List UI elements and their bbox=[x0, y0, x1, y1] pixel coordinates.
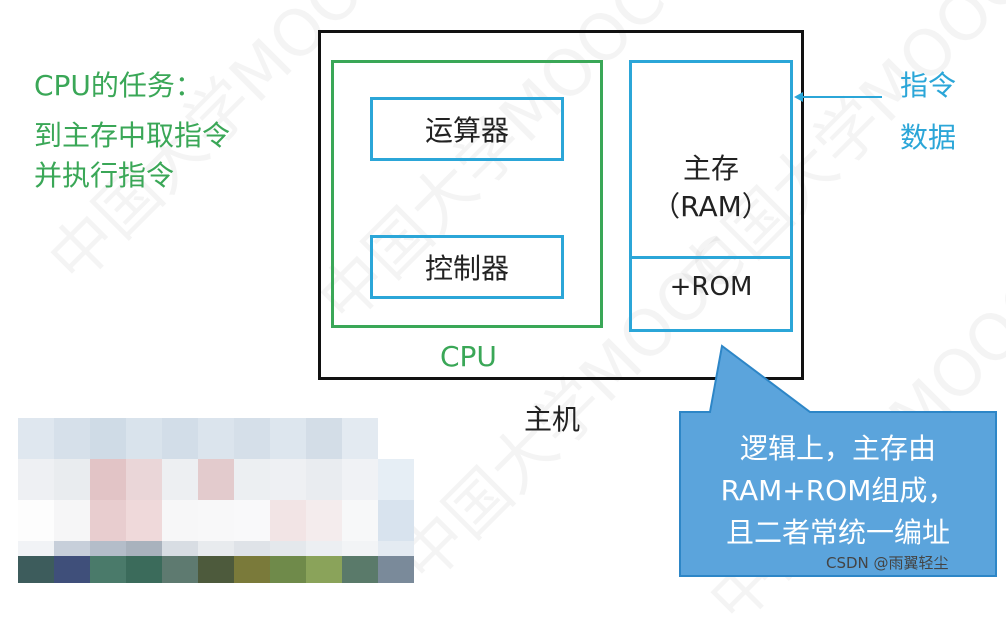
data-label: 数据 bbox=[900, 121, 957, 154]
arrow-line bbox=[800, 96, 882, 98]
control-unit-box: 控制器 bbox=[370, 235, 564, 299]
callout-line3: 且二者常统一编址 bbox=[725, 516, 950, 549]
instruction-label: 指令 bbox=[900, 69, 957, 102]
host-box bbox=[318, 30, 804, 380]
cpu-task-line-fetch: 到主存中取指令 bbox=[34, 119, 231, 152]
cpu-box bbox=[331, 60, 603, 328]
callout-line1: 逻辑上，主存由 bbox=[739, 432, 936, 465]
callout-shape bbox=[679, 344, 997, 577]
main-memory-label-line2: （RAM） bbox=[652, 190, 770, 223]
memory-divider bbox=[632, 256, 790, 259]
alu-box: 运算器 bbox=[370, 97, 564, 161]
cpu-task-title: CPU的任务： bbox=[34, 69, 203, 102]
cpu-task-line-execute: 并执行指令 bbox=[34, 159, 175, 192]
callout-text: 逻辑上，主存由 RAM+ROM组成， 且二者常统一编址 bbox=[682, 428, 994, 554]
main-memory-box bbox=[629, 60, 793, 332]
cpu-label: CPU bbox=[440, 340, 497, 373]
rom-label: +ROM bbox=[669, 272, 753, 302]
callout-bubble bbox=[679, 344, 997, 577]
main-memory-label-line1: 主存 bbox=[682, 152, 739, 185]
pixelated-image-bottom bbox=[18, 556, 414, 583]
main-memory-label: 主存 （RAM） bbox=[632, 150, 790, 226]
callout-line2: RAM+ROM组成， bbox=[720, 474, 956, 507]
footer-credit: CSDN @雨翼轻尘 bbox=[826, 554, 949, 572]
instruction-data-label: 指令 数据 bbox=[900, 60, 956, 164]
host-label: 主机 bbox=[524, 403, 581, 436]
arrow-left-icon bbox=[794, 92, 803, 102]
